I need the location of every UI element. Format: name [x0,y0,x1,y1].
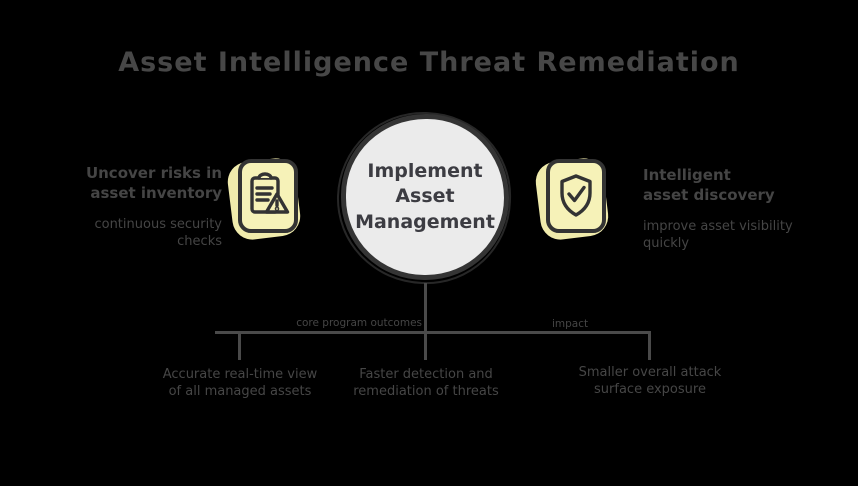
left-desc-line-1: continuous security [94,217,222,232]
central-node-implement-asset-management: Implement Asset Management [341,114,509,280]
left-desc-line-2: checks [177,233,222,249]
outcome-3-line-2: surface exposure [594,381,706,397]
center-node-line-1: Implement [367,159,483,182]
outcome-1-line-2: of all managed assets [168,383,312,399]
left-heading-line-1: Uncover risks in [85,164,222,182]
outcome-1-line-1: Accurate real-time view [162,367,318,382]
left-heading-line-2: asset inventory [90,183,222,202]
right-annotation: Intelligent asset discovery improve asse… [643,166,818,253]
outcome-threat-remediation: Faster detection and remediation of thre… [324,367,528,401]
left-annotation: Uncover risks in asset inventory continu… [55,164,222,251]
connector-stem [424,283,427,333]
right-annotation-heading: Intelligent asset discovery [643,166,818,205]
outcome-attack-surface: Smaller overall attack surface exposure [548,365,752,399]
right-desc-line-2: quickly [643,235,690,251]
rail-label-right: impact [552,318,589,330]
right-desc-line-1: improve asset visibility [643,219,793,234]
center-node-line-2: Asset [395,185,455,208]
connector-rail [215,331,651,334]
shield-check-icon [546,159,606,233]
center-node-line-3: Management [355,210,495,233]
rail-label-left: core program outcomes [296,317,422,329]
diagram-title: Asset Intelligence Threat Remediation [118,47,740,78]
left-annotation-heading: Uncover risks in asset inventory [55,164,222,203]
right-annotation-description: improve asset visibility quickly [643,219,818,253]
outcome-2-line-2: remediation of threats [353,383,499,399]
right-heading-line-2: asset discovery [643,185,775,204]
clipboard-alert-card [225,150,305,242]
outcome-asset-visibility: Accurate real-time view of all managed a… [138,367,342,401]
left-annotation-description: continuous security checks [55,217,222,251]
connector-drop-center [424,333,427,360]
outcome-3-line-1: Smaller overall attack [578,365,722,380]
outcome-2-line-1: Faster detection and [359,367,493,382]
shield-check-card [533,150,613,242]
connector-drop-right [648,333,651,360]
connector-drop-left [238,333,241,360]
right-heading-line-1: Intelligent [643,166,731,184]
clipboard-alert-icon [238,159,298,233]
